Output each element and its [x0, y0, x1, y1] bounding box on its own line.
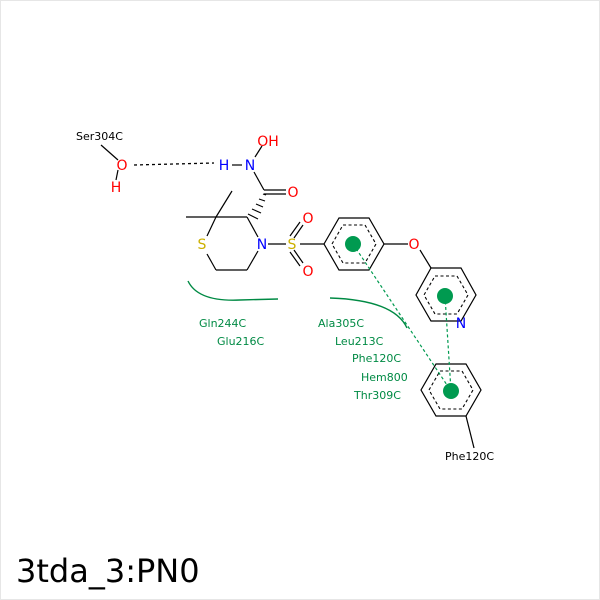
hydrophobic-arc-left: [187, 280, 279, 301]
phe-side-chain-bond: [465, 415, 475, 449]
residue-label-phe120c-ring: Phe120C: [445, 450, 494, 463]
s-o-top-bond-2: [293, 224, 304, 239]
residue-label-leu213c: Leu213C: [335, 335, 384, 348]
atom-o-sulfonyl-bottom: O: [302, 264, 313, 280]
atom-n-amide: N: [245, 158, 255, 174]
ring-centroid-phenyl: [345, 236, 361, 252]
n-o-bond: [254, 145, 263, 158]
n-c-bond: [253, 171, 265, 191]
stereo-hash-bond: [247, 193, 267, 220]
pyridine-aromatic-ring: [423, 275, 469, 315]
atom-n-pyridine: N: [456, 316, 466, 332]
residue-label-ser304c: Ser304C: [76, 130, 123, 143]
ser-oh-bond: [115, 169, 119, 181]
s-o-bottom-bond-2: [293, 249, 304, 264]
residue-label-thr309c: Thr309C: [353, 389, 401, 402]
methyl-bond-2: [215, 190, 233, 218]
pi-stack-line-phenyl: [352, 243, 452, 392]
residue-label-gln244c: Gln244C: [199, 317, 247, 330]
ring-centroid-pyridine: [437, 288, 453, 304]
o-pyridine-bond: [419, 249, 432, 269]
pi-stack-line-pyridine: [444, 295, 452, 392]
diagram-title: 3tda_3:PN0: [16, 552, 200, 590]
atom-o-carbonyl: O: [287, 185, 298, 201]
residue-label-glu216c: Glu216C: [217, 335, 265, 348]
atom-o-sulfonyl-top: O: [302, 211, 313, 227]
atom-ser-h: H: [111, 180, 122, 196]
residue-label-hem800: Hem800: [361, 371, 408, 384]
ser-side-chain-bond: [100, 144, 119, 161]
atom-s-ring: S: [198, 237, 207, 253]
atom-s-sulfonyl: S: [288, 237, 297, 253]
atom-ser-o: O: [116, 158, 127, 174]
hydrophobic-arc-right: [329, 297, 408, 329]
s-o-bottom-bond: [289, 251, 301, 267]
thiomorpholine-ring: [206, 216, 259, 271]
atom-n-ring: N: [257, 237, 267, 253]
residue-label-ala305c: Ala305C: [318, 317, 364, 330]
ring-centroid-phe: [443, 383, 459, 399]
phe-ring: [420, 363, 482, 417]
residue-label-phe120c: Phe120C: [352, 352, 401, 365]
atom-oh: OH: [257, 134, 279, 150]
atom-h: H: [219, 158, 230, 174]
atom-o-ether: O: [408, 237, 419, 253]
s-o-top-bond: [289, 221, 301, 237]
hydrogen-bond: [133, 162, 215, 166]
pyridine-ring: [415, 267, 477, 322]
